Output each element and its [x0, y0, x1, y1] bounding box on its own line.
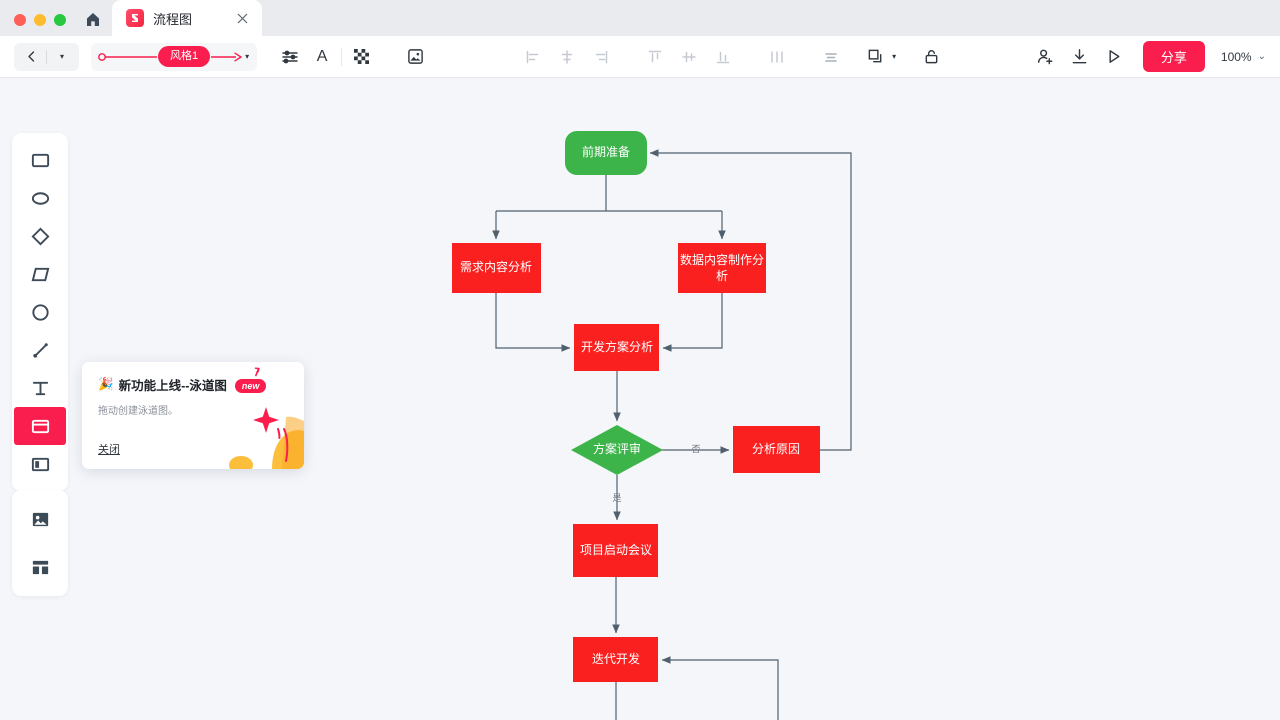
- window-controls: [0, 14, 78, 36]
- shape-rectangle[interactable]: [14, 141, 66, 179]
- shape-card[interactable]: [14, 407, 66, 445]
- party-popper-icon: 🎉: [98, 377, 114, 391]
- new-badge: new: [234, 378, 267, 393]
- chevron-down-icon: ▾: [59, 52, 64, 61]
- node-label: 方案评审: [593, 441, 641, 456]
- connector-preview-left-icon: [98, 52, 157, 61]
- download-icon[interactable]: [1065, 43, 1095, 71]
- zoom-level-label: 100%: [1220, 49, 1252, 64]
- present-icon[interactable]: [1099, 43, 1129, 71]
- align-right-icon[interactable]: [586, 43, 616, 71]
- share-button[interactable]: 分享: [1142, 41, 1205, 72]
- undo-arrow-icon[interactable]: [16, 43, 46, 71]
- image-fill-icon[interactable]: [400, 43, 430, 71]
- decorative-illustration: [229, 407, 304, 469]
- home-icon[interactable]: [80, 6, 106, 32]
- style-settings-icon[interactable]: [275, 43, 305, 71]
- window-title-bar: 流程图: [0, 0, 1280, 36]
- popup-title: 新功能上线--泳道图: [118, 379, 227, 393]
- toolbar-divider: [341, 47, 343, 66]
- align-bottom-icon[interactable]: [708, 43, 738, 71]
- shape-diamond[interactable]: [14, 217, 66, 255]
- insert-image-icon[interactable]: [14, 500, 66, 538]
- transparency-icon[interactable]: [346, 43, 376, 71]
- node-label: 需求内容分析: [460, 259, 532, 274]
- layers-dropdown-caret-icon[interactable]: ▾: [892, 52, 897, 61]
- template-layout-icon[interactable]: [14, 548, 66, 586]
- shape-toolbar: [12, 133, 68, 491]
- align-left-icon[interactable]: [518, 43, 548, 71]
- main-toolbar: ▾ 风格1 ▾ A: [0, 36, 1280, 78]
- distribute-horizontal-icon[interactable]: [762, 43, 792, 71]
- format-tools-group: A: [275, 43, 430, 71]
- popup-title-row: 🎉 新功能上线--泳道图 new: [82, 362, 304, 394]
- node-project-kickoff[interactable]: 项目启动会议: [573, 524, 658, 577]
- arrow-flourish-icon: [254, 367, 260, 376]
- distribute-vertical-icon[interactable]: [816, 43, 846, 71]
- node-label: 迭代开发: [592, 651, 640, 666]
- shape-line[interactable]: [14, 331, 66, 369]
- style-name-label: 风格1: [158, 46, 211, 67]
- close-icon[interactable]: [232, 8, 252, 28]
- shape-text[interactable]: [14, 369, 66, 407]
- style-dropdown-caret-icon[interactable]: ▾: [245, 52, 250, 61]
- flowchart-edge-labels: 否 是: [612, 444, 700, 503]
- node-iterative-development[interactable]: 迭代开发: [573, 637, 658, 682]
- zoom-control[interactable]: 100% ⌄: [1221, 50, 1266, 64]
- flowchart-svg: 前期准备 需求内容分析 数据内容制作分 析 开发方案分析 方案评审 分析原: [452, 131, 852, 720]
- edge-label-no: 否: [691, 444, 700, 454]
- document-tab[interactable]: 流程图: [112, 0, 262, 36]
- alignment-tools-group: ▾: [518, 43, 946, 71]
- node-label: 项目启动会议: [580, 543, 652, 557]
- window-minimize-button[interactable]: [34, 14, 46, 26]
- connector-preview-right-icon: [211, 52, 242, 61]
- node-root-cause-analysis[interactable]: 分析原因: [733, 426, 820, 473]
- window-maximize-button[interactable]: [54, 14, 66, 26]
- layers-icon[interactable]: [860, 43, 890, 71]
- text-format-icon[interactable]: A: [316, 47, 328, 65]
- align-middle-vertical-icon[interactable]: [674, 43, 704, 71]
- add-collaborator-icon[interactable]: [1031, 43, 1061, 71]
- feature-announcement-popup: 🎉 新功能上线--泳道图 new 拖动创建泳道图。 关闭: [82, 362, 304, 469]
- undo-control-group[interactable]: ▾: [14, 42, 79, 71]
- tab-title: 流程图: [153, 11, 193, 27]
- node-plan-review[interactable]: 方案评审: [571, 425, 663, 475]
- flowchart-nodes: 前期准备 需求内容分析 数据内容制作分 析 开发方案分析 方案评审 分析原: [452, 131, 820, 682]
- shape-split-panel[interactable]: [14, 445, 66, 483]
- connector-style-selector[interactable]: 风格1 ▾: [91, 42, 258, 71]
- flowchart-edges: [492, 149, 852, 720]
- node-label: 数据内容制作分: [680, 252, 764, 267]
- edge-label-yes: 是: [612, 493, 621, 503]
- media-toolbar: [12, 490, 68, 596]
- node-start[interactable]: 前期准备: [565, 131, 647, 175]
- shape-ellipse[interactable]: [14, 179, 66, 217]
- toolbar-right-group: 分享 100% ⌄: [1031, 41, 1280, 72]
- node-development-plan[interactable]: 开发方案分析: [574, 324, 659, 371]
- shape-circle[interactable]: [14, 293, 66, 331]
- node-label-line2: 析: [716, 269, 728, 283]
- node-requirement-analysis[interactable]: 需求内容分析: [452, 243, 541, 293]
- popup-close-link[interactable]: 关闭: [98, 444, 120, 456]
- shape-parallelogram[interactable]: [14, 255, 66, 293]
- undo-history-dropdown[interactable]: ▾: [47, 43, 77, 71]
- popup-description: 拖动创建泳道图。: [98, 406, 178, 417]
- align-center-horizontal-icon[interactable]: [552, 43, 582, 71]
- window-close-button[interactable]: [14, 14, 26, 26]
- node-label: 前期准备: [582, 144, 630, 159]
- lock-icon[interactable]: [916, 43, 946, 71]
- node-label: 分析原因: [752, 442, 800, 456]
- node-data-content-production[interactable]: 数据内容制作分 析: [678, 243, 766, 293]
- align-top-icon[interactable]: [640, 43, 670, 71]
- app-logo-icon: [126, 9, 144, 27]
- zoom-dropdown-caret-icon[interactable]: ⌄: [1257, 51, 1266, 62]
- node-label: 开发方案分析: [581, 339, 653, 354]
